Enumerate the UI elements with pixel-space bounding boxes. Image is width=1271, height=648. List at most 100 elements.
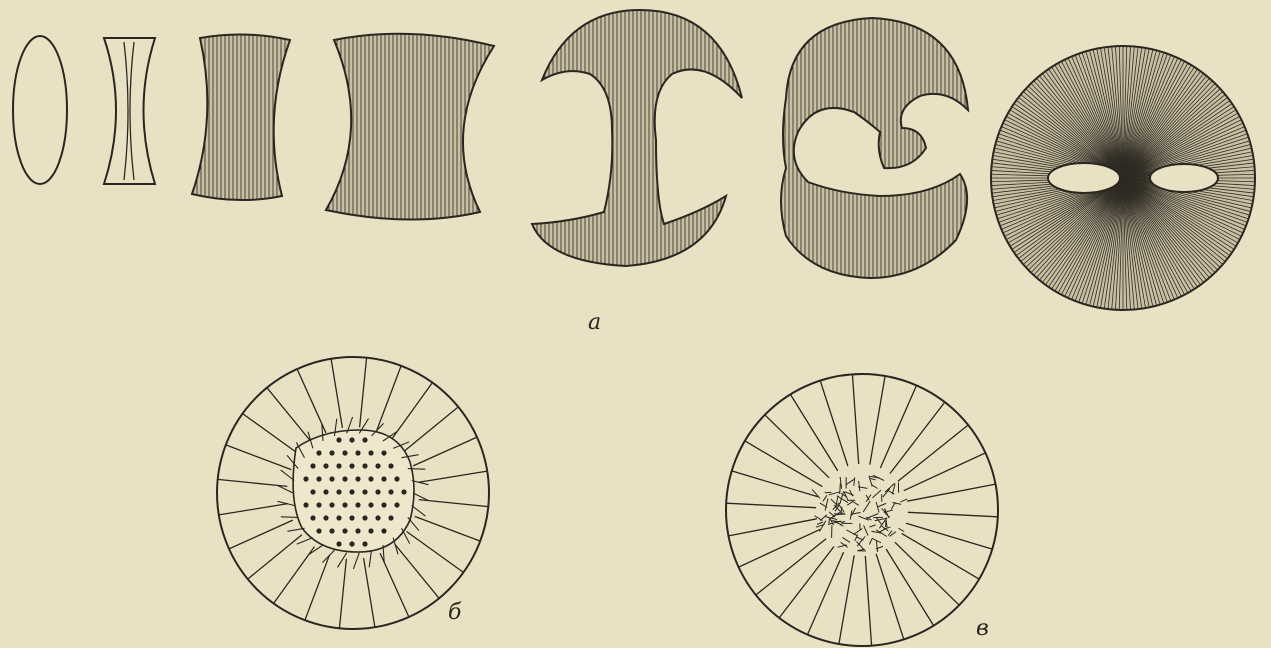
mosaic-edge: [869, 525, 875, 527]
core-dot: [323, 515, 328, 520]
core-dot: [375, 515, 380, 520]
radial-ray: [790, 394, 837, 471]
radial-ray: [418, 471, 487, 482]
radial-ray: [739, 529, 821, 567]
core-dot: [316, 450, 321, 455]
radial-ray: [305, 555, 330, 621]
core-dot: [349, 463, 354, 468]
panel-c-label: в: [976, 616, 989, 641]
core-dot: [310, 515, 315, 520]
crystal-spike: [412, 506, 426, 517]
radial-ray: [404, 407, 458, 451]
core-dot: [329, 528, 334, 533]
radial-ray: [865, 556, 871, 646]
radial-ray: [820, 381, 848, 467]
radial-ray: [902, 533, 980, 579]
mosaic-edge: [817, 522, 823, 524]
radial-ray: [880, 385, 916, 468]
core-dot: [342, 502, 347, 507]
stage-3-sheaf: [192, 34, 290, 200]
radial-ray: [765, 415, 829, 478]
stage-1-ellipse: [13, 36, 67, 184]
radial-ray: [895, 542, 959, 605]
mosaic-edge: [877, 518, 882, 525]
radial-ray: [364, 558, 375, 627]
core-dot: [303, 502, 308, 507]
mosaic-edge: [845, 492, 854, 495]
crystal-spike: [322, 550, 334, 563]
crystal-spike: [281, 470, 295, 481]
stage-2-bowtie: [104, 38, 155, 184]
mosaic-edge: [851, 513, 861, 515]
core-dot: [336, 515, 341, 520]
core-dot: [310, 489, 315, 494]
radial-ray: [779, 547, 834, 618]
core-dot: [362, 489, 367, 494]
radial-ray: [745, 441, 823, 487]
core-dot: [336, 541, 341, 546]
radial-ray: [886, 549, 933, 626]
core-dot: [329, 476, 334, 481]
radial-ray: [906, 523, 992, 549]
core-dot: [381, 502, 386, 507]
radial-ray: [415, 516, 481, 541]
left-eye-void: [1048, 163, 1120, 193]
core-dot: [355, 450, 360, 455]
core-dot: [303, 476, 308, 481]
core-dot: [375, 489, 380, 494]
stage-6-curled: [781, 18, 968, 278]
mosaic-edge: [859, 481, 860, 491]
mosaic-edge: [891, 502, 895, 509]
radial-ray: [732, 471, 818, 497]
core-dot: [342, 528, 347, 533]
mosaic-edge: [877, 503, 886, 507]
core-dot: [362, 437, 367, 442]
mosaic-edge: [823, 495, 827, 501]
mosaic-edge: [869, 476, 872, 487]
radial-ray: [229, 520, 293, 549]
radial-ray: [331, 359, 342, 428]
core-dot: [349, 437, 354, 442]
spherulite-c-outline: [726, 374, 998, 646]
mosaic-edge: [820, 515, 827, 521]
radial-ray: [870, 376, 885, 465]
core-dot: [388, 489, 393, 494]
core-dot: [336, 463, 341, 468]
crystal-spike: [287, 528, 304, 531]
core-dot: [368, 502, 373, 507]
core-dot: [342, 450, 347, 455]
mosaic-edge: [863, 501, 870, 512]
core-dot: [310, 463, 315, 468]
radial-ray: [756, 539, 826, 595]
mosaic-edge: [846, 479, 855, 485]
core-dot: [316, 528, 321, 533]
radial-ray: [248, 535, 302, 579]
radial-ray: [904, 453, 986, 491]
radial-ray: [395, 544, 439, 598]
mosaic-edge: [876, 502, 879, 513]
core-dot: [375, 463, 380, 468]
mosaic-edge: [831, 521, 843, 522]
panel-b-label: б: [448, 600, 461, 625]
core-dot: [388, 515, 393, 520]
core-dot: [355, 502, 360, 507]
radial-ray: [876, 554, 904, 640]
core-dot: [388, 463, 393, 468]
mosaic-edge: [812, 490, 820, 499]
radial-ray: [267, 388, 311, 442]
panel-a: [13, 10, 1263, 318]
radial-ray: [360, 358, 367, 428]
core-dot: [336, 437, 341, 442]
stage-7-spherulite: [983, 38, 1263, 318]
crystal-spike: [402, 528, 410, 543]
mosaic-edge: [900, 499, 907, 502]
radial-ray: [852, 374, 858, 464]
radial-ray: [898, 425, 968, 481]
mosaic-edge: [869, 539, 872, 545]
radial-ray: [413, 437, 477, 466]
core-dot: [323, 489, 328, 494]
radial-ray: [419, 500, 489, 507]
core-dot: [381, 476, 386, 481]
panel-b: [217, 357, 489, 629]
